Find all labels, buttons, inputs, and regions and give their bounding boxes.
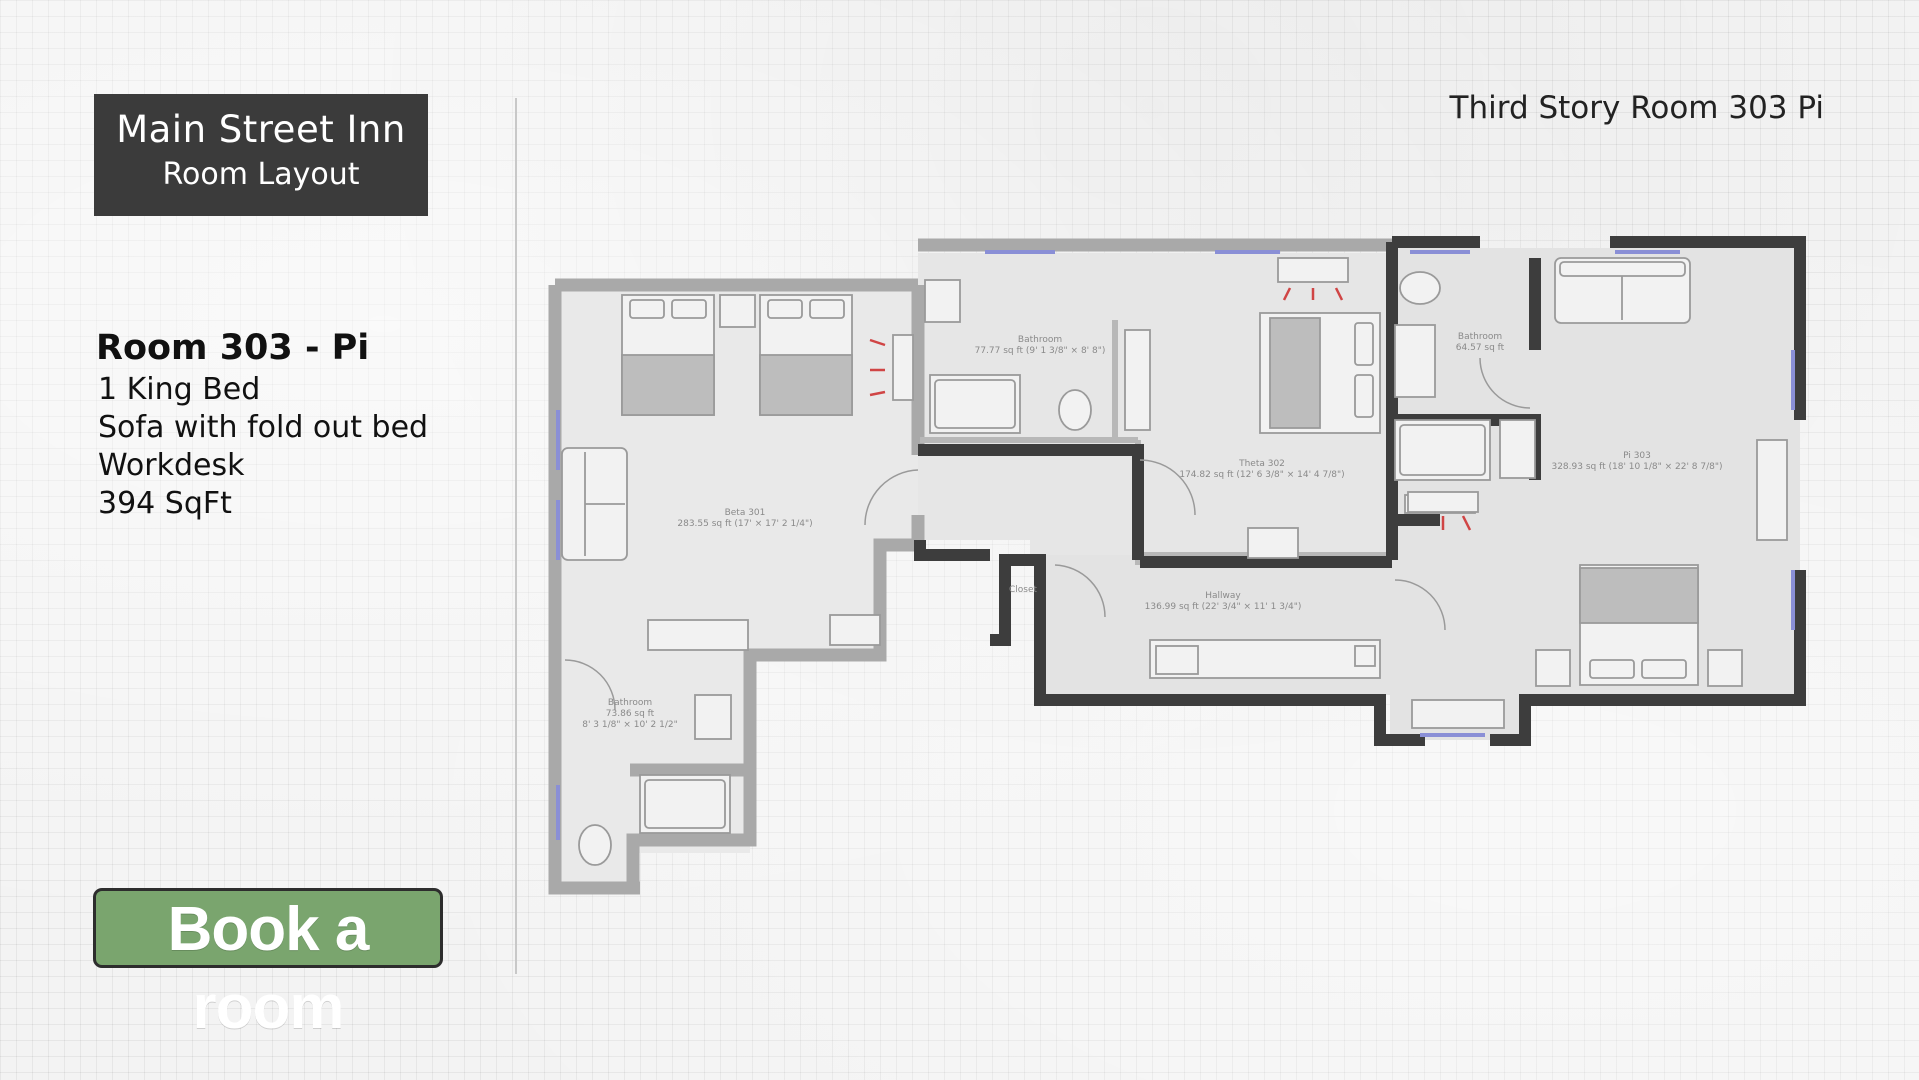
label-closet: Closet	[1009, 585, 1038, 595]
floor-plan: Beta 301 283.55 sq ft (17' × 17' 2 1/4")…	[548, 236, 1806, 895]
label-beta: Beta 301	[725, 508, 766, 518]
vertical-divider	[515, 98, 517, 974]
label-pi: Pi 303	[1623, 451, 1651, 461]
label-beta-area: 283.55 sq ft (17' × 17' 2 1/4")	[677, 519, 812, 529]
feature-bed: 1 King Bed	[98, 372, 261, 407]
room-labels: Beta 301 283.55 sq ft (17' × 17' 2 1/4")…	[582, 332, 1722, 730]
feature-area: 394 SqFt	[98, 486, 232, 521]
faded-walls	[548, 238, 1395, 895]
label-pi-area: 328.93 sq ft (18' 10 1/8" × 22' 8 7/8")	[1551, 462, 1722, 472]
label-bath1: Bathroom	[608, 698, 652, 708]
furniture	[561, 257, 1788, 866]
label-bath1-area: 73.86 sq ft	[606, 709, 655, 719]
feature-desk: Workdesk	[98, 448, 245, 483]
title-box: Main Street Inn Room Layout	[94, 94, 428, 216]
label-bath2: Bathroom	[1018, 335, 1062, 345]
layout-subtitle: Room Layout	[162, 157, 360, 192]
label-bath3: Bathroom	[1458, 332, 1502, 342]
label-bath2-area: 77.77 sq ft (9' 1 3/8" × 8' 8")	[975, 346, 1106, 356]
windows	[556, 250, 1795, 840]
book-room-button[interactable]: Book a room	[93, 888, 443, 1042]
label-hallway-area: 136.99 sq ft (22' 3/4" × 11' 1 3/4")	[1145, 602, 1302, 612]
feature-sofa: Sofa with fold out bed	[98, 410, 429, 445]
inn-name: Main Street Inn	[116, 108, 406, 151]
label-theta: Theta 302	[1238, 459, 1285, 469]
label-bath1-dims: 8' 3 1/8" × 10' 2 1/2"	[582, 720, 678, 730]
room-name: Room 303 - Pi	[96, 328, 370, 368]
story-label: Third Story Room 303 Pi	[1449, 90, 1824, 126]
label-bath3-area: 64.57 sq ft	[1456, 343, 1505, 353]
room-info: Room 303 - Pi 1 King Bed Sofa with fold …	[96, 325, 428, 523]
door-swings	[564, 357, 1531, 711]
heater-arrows	[869, 287, 1472, 531]
label-theta-area: 174.82 sq ft (12' 6 3/8" × 14' 4 7/8")	[1179, 470, 1344, 480]
label-hallway: Hallway	[1205, 591, 1241, 601]
